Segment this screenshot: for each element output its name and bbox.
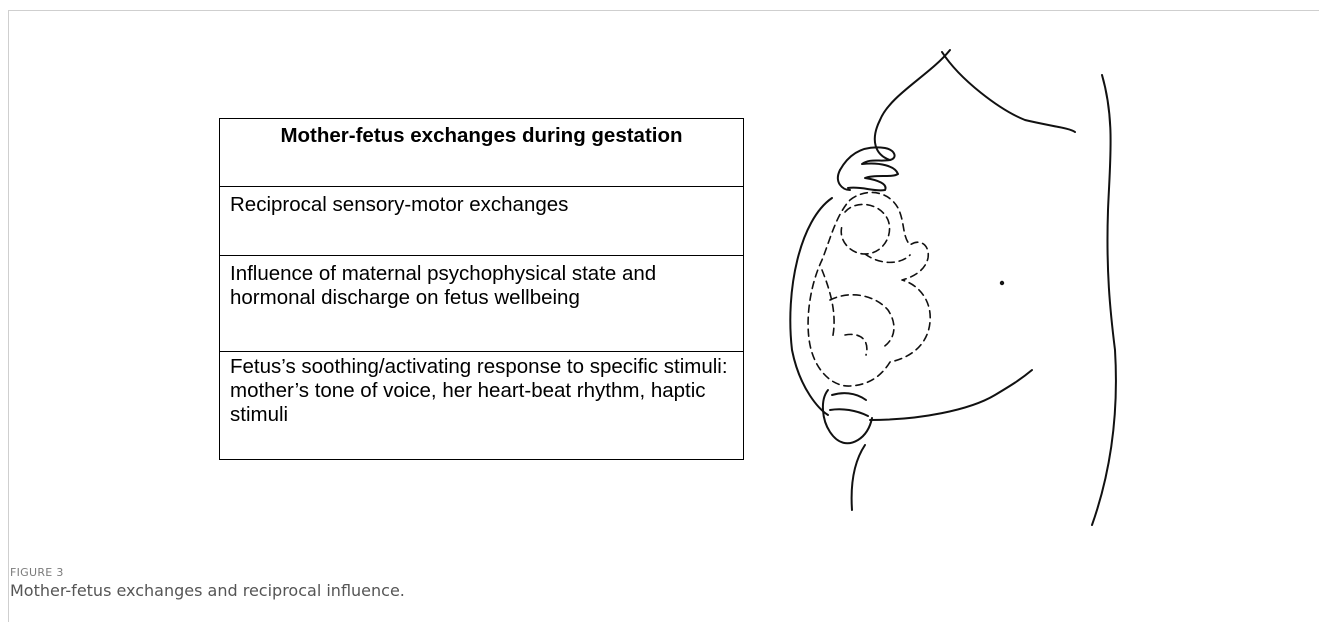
table-row: Fetus’s soothing/activating response to … — [220, 352, 744, 460]
lower-hand-fingers — [830, 393, 868, 416]
table-row: Reciprocal sensory-motor exchanges — [220, 187, 744, 256]
front-outline-upper — [875, 50, 950, 160]
back-line — [1092, 75, 1116, 525]
table-row: Influence of maternal psychophysical sta… — [220, 256, 744, 352]
figure-caption: Mother-fetus exchanges and reciprocal in… — [10, 581, 405, 600]
fetus-leg — [830, 295, 894, 355]
exchanges-table: Mother-fetus exchanges during gestation … — [219, 118, 744, 460]
belly-lower — [870, 370, 1032, 420]
belly-outline — [790, 198, 832, 415]
upper-hand — [840, 147, 898, 190]
table-header: Mother-fetus exchanges during gestation — [220, 119, 744, 187]
pregnant-woman-illustration — [770, 40, 1170, 540]
fetus-spine — [822, 270, 834, 340]
navel-mark — [1001, 282, 1003, 284]
fetus-outline — [808, 192, 930, 386]
fetus-arm — [865, 254, 910, 262]
figure-label: FIGURE 3 — [10, 566, 64, 579]
fetus-head — [841, 204, 889, 254]
back-outline — [942, 52, 1075, 132]
lower-front-outline — [852, 445, 865, 510]
